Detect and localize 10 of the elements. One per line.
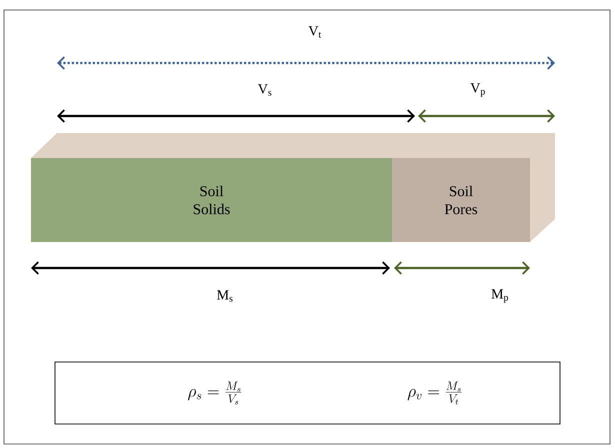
formula: $\rho_s = \frac{M_s}{V_s}$ [188,382,242,404]
dimension-label: M$_{s}$ [217,290,233,302]
dimension-label: V$_{s}$ [258,84,272,96]
formula: $\rho_v = \frac{M_s}{V_t}$ [408,382,462,404]
soil-pores-block: Soil Pores [392,158,530,242]
soil-solids-block: Soil Solids [31,158,392,242]
dimension-label: M$_{p}$ [492,289,508,303]
dimension-label: V$_{p}$ [470,83,485,97]
dimension-label: V$_{t}$ [308,26,322,38]
formula-box [54,362,560,424]
